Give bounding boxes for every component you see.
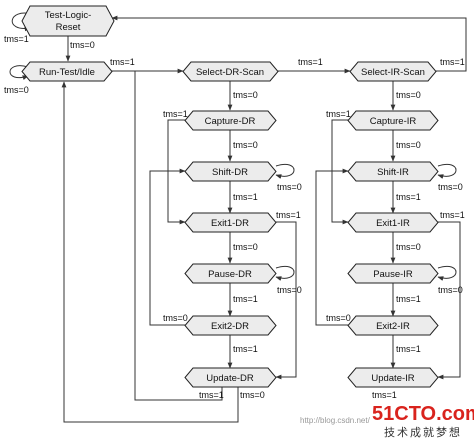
label-updatedr-tms1: tms=1: [199, 390, 224, 400]
label-captureir-to-shiftir-tms0: tms=0: [396, 140, 421, 150]
state-exit2-ir-label: Exit2-IR: [376, 321, 410, 332]
state-update-dr-label: Update-DR: [206, 373, 254, 384]
state-test-logic-reset-label-1: Test-Logic-: [45, 10, 91, 21]
edge-pauseir-self-loop: [437, 265, 457, 281]
state-test-logic-reset-label-2: Reset: [56, 22, 81, 33]
state-capture-ir-label: Capture-IR: [370, 116, 417, 127]
label-selectir-to-captureir-tms0: tms=0: [396, 90, 421, 100]
label-shiftir-to-exit1ir-tms1: tms=1: [396, 192, 421, 202]
state-pause-dr: Pause-DR: [184, 263, 277, 284]
edge-selectir-to-tlr: [111, 15, 467, 72]
label-tlr-to-rti-tms0: tms=0: [70, 40, 95, 50]
label-pausedr-to-exit2dr-tms1: tms=1: [233, 294, 258, 304]
transition-labels: tms=1 tms=0 tms=0 tms=1 tms=1 tms=1 tms=…: [4, 34, 465, 400]
state-test-logic-reset: Test-Logic- Reset: [21, 5, 115, 37]
label-pausedr-self-tms0: tms=0: [277, 285, 302, 295]
label-exit2dr-to-updatedr-tms1: tms=1: [233, 344, 258, 354]
label-exit2dr-to-shiftdr-tms0: tms=0: [163, 313, 188, 323]
edges: [9, 12, 467, 423]
label-shiftdr-self-tms0: tms=0: [277, 182, 302, 192]
state-pause-ir: Pause-IR: [347, 263, 439, 284]
watermark: http://blog.csdn.net/ 51CTO.com 技术成就梦想: [300, 403, 474, 439]
state-capture-dr-label: Capture-DR: [205, 116, 256, 127]
watermark-tagline: 技术成就梦想: [384, 425, 462, 439]
state-update-dr: Update-DR: [184, 367, 277, 388]
edge-exit2dr-to-shiftdr: [149, 168, 186, 326]
edge-shiftdr-self-loop: [275, 163, 295, 179]
state-exit2-ir: Exit2-IR: [347, 315, 439, 336]
state-update-ir-label: Update-IR: [371, 373, 414, 384]
edge-shiftir-self-loop: [437, 163, 457, 179]
label-rti-self-tms0: tms=0: [4, 85, 29, 95]
state-exit1-ir: Exit1-IR: [347, 212, 439, 233]
label-selectir-to-tlr-tms1: tms=1: [440, 57, 465, 67]
watermark-logo: 51CTO.com: [372, 403, 474, 425]
state-capture-ir: Capture-IR: [347, 110, 439, 131]
state-exit2-dr-label: Exit2-DR: [211, 321, 249, 332]
label-exit2ir-to-updateir-tms1: tms=1: [396, 344, 421, 354]
state-exit1-dr: Exit1-DR: [184, 212, 277, 233]
label-capturedr-to-exit1dr-tms1: tms=1: [163, 109, 188, 119]
states: Test-Logic- Reset Run-Test/Idle Select-D…: [21, 5, 439, 388]
label-exit1ir-to-updateir-tms1: tms=1: [440, 210, 465, 220]
watermark-url: http://blog.csdn.net/: [300, 416, 371, 425]
state-shift-ir: Shift-IR: [347, 161, 439, 182]
label-exit1ir-to-pauseir-tms0: tms=0: [396, 242, 421, 252]
state-exit1-ir-label: Exit1-IR: [376, 218, 410, 229]
state-update-ir: Update-IR: [347, 367, 439, 388]
edge-rti-self-loop: [9, 65, 29, 80]
label-selectdr-to-capturedr-tms0: tms=0: [233, 90, 258, 100]
label-tlr-self-tms1: tms=1: [4, 34, 29, 44]
edge-pausedr-self-loop: [275, 265, 295, 281]
state-run-test-idle-label: Run-Test/Idle: [39, 67, 95, 78]
label-exit2ir-to-shiftir-tms0: tms=0: [326, 313, 351, 323]
state-shift-ir-label: Shift-IR: [377, 167, 409, 178]
state-capture-dr: Capture-DR: [184, 110, 277, 131]
state-select-dr-scan: Select-DR-Scan: [182, 61, 279, 82]
label-shiftir-self-tms0: tms=0: [438, 182, 463, 192]
state-exit1-dr-label: Exit1-DR: [211, 218, 249, 229]
edge-exit1dr-to-updatedr: [275, 221, 297, 380]
state-shift-dr-label: Shift-DR: [212, 167, 248, 178]
edge-exit2ir-to-shiftir: [315, 168, 349, 326]
label-pauseir-to-exit2ir-tms1: tms=1: [396, 294, 421, 304]
state-pause-dr-label: Pause-DR: [208, 269, 252, 280]
label-rti-to-selectdr-tms1: tms=1: [110, 57, 135, 67]
label-selectdr-to-selectir-tms1: tms=1: [298, 57, 323, 67]
edge-updatedr-to-selectdr: [134, 71, 223, 401]
state-run-test-idle: Run-Test/Idle: [21, 61, 113, 82]
label-exit1dr-to-updatedr-tms1: tms=1: [276, 210, 301, 220]
state-select-ir-scan-label: Select-IR-Scan: [361, 67, 425, 78]
state-shift-dr: Shift-DR: [184, 161, 277, 182]
state-select-ir-scan: Select-IR-Scan: [349, 61, 437, 82]
label-updatedr-tms0: tms=0: [240, 390, 265, 400]
state-select-dr-scan-label: Select-DR-Scan: [196, 67, 264, 78]
label-captureir-to-exit1ir-tms1: tms=1: [326, 109, 351, 119]
state-pause-ir-label: Pause-IR: [373, 269, 413, 280]
label-pauseir-self-tms0: tms=0: [438, 285, 463, 295]
label-updateir-tms1: tms=1: [372, 390, 397, 400]
label-capturedr-to-shiftdr-tms0: tms=0: [233, 140, 258, 150]
label-exit1dr-to-pausedr-tms0: tms=0: [233, 242, 258, 252]
edge-updatedr-to-rti: [61, 81, 239, 423]
edge-exit1ir-to-updateir: [437, 221, 461, 380]
label-shiftdr-to-exit1dr-tms1: tms=1: [233, 192, 258, 202]
state-exit2-dr: Exit2-DR: [184, 315, 277, 336]
